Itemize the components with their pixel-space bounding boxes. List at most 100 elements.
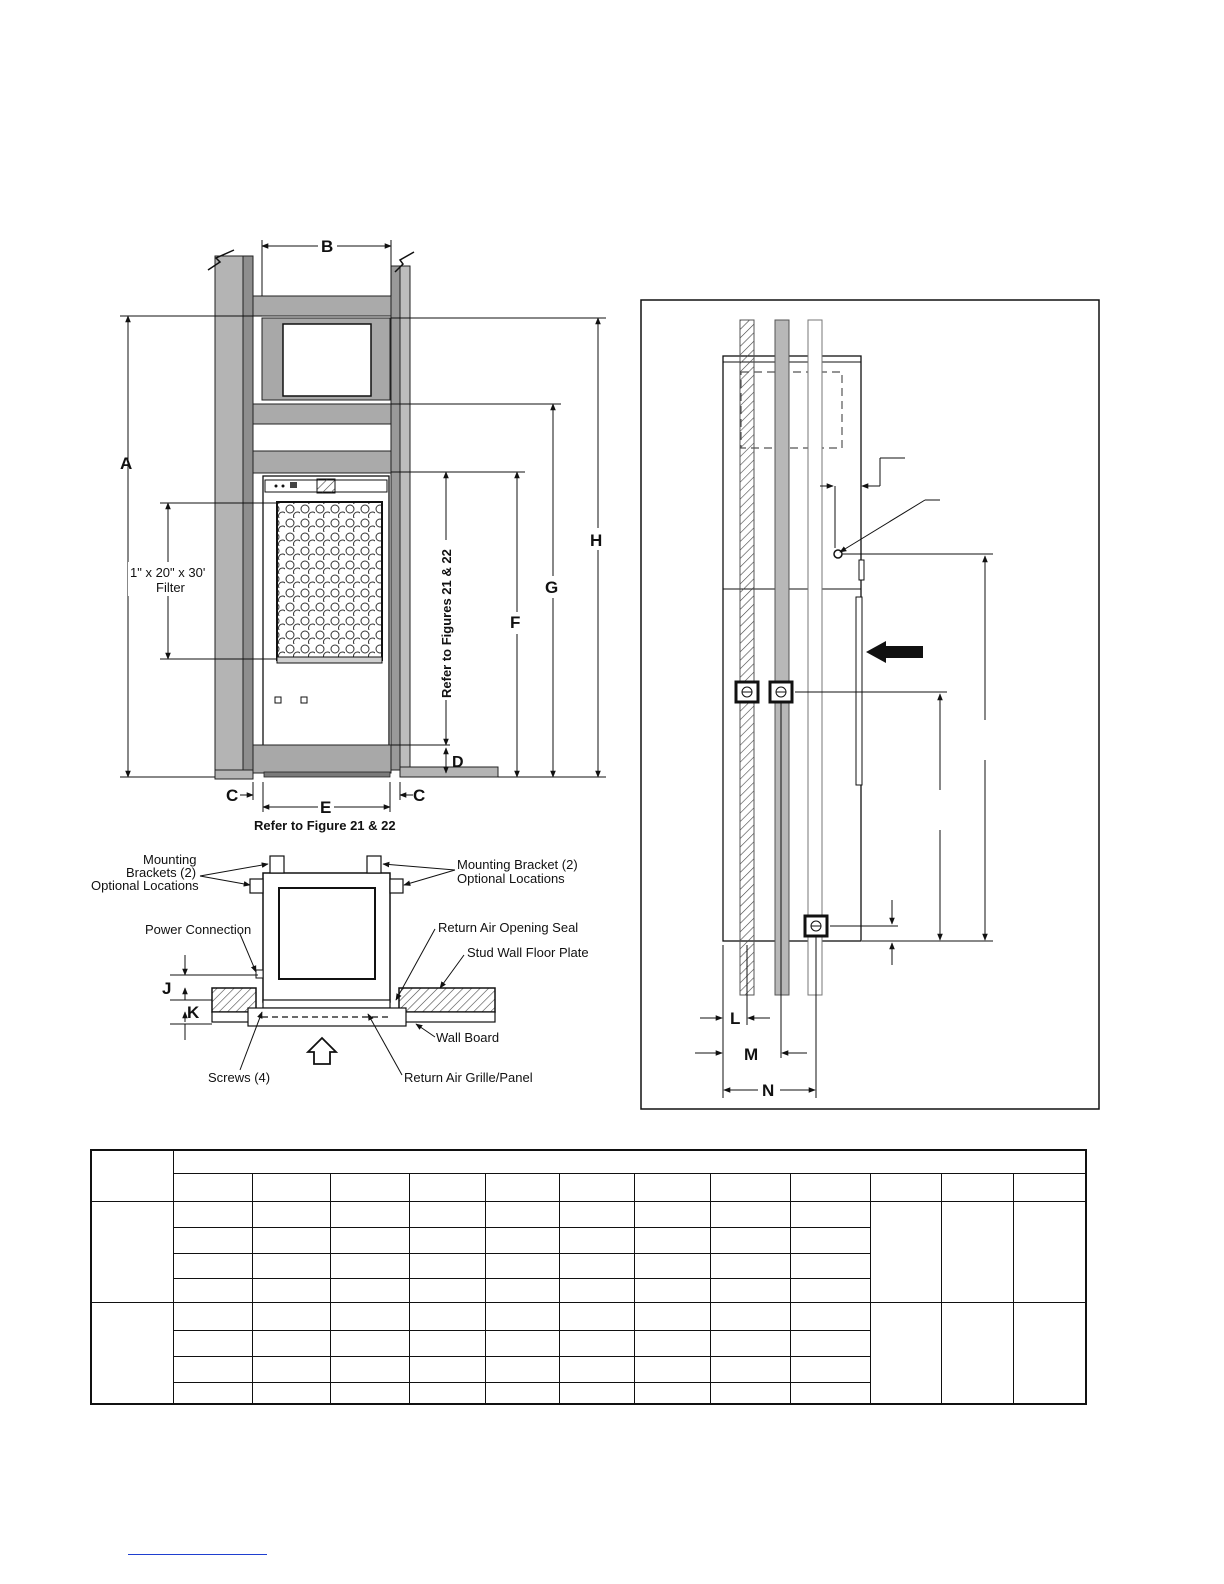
table-cell bbox=[251, 1329, 332, 1357]
table-cell bbox=[559, 1200, 635, 1228]
control-switch bbox=[290, 482, 297, 488]
table-cell bbox=[710, 1301, 791, 1331]
upper-header bbox=[252, 450, 392, 474]
return-grille-edge bbox=[263, 771, 391, 778]
side-grille-panel bbox=[855, 596, 863, 786]
table-cell bbox=[633, 1226, 712, 1254]
dim-label-d: D bbox=[452, 754, 464, 771]
terminal-block bbox=[316, 478, 336, 494]
table-cell bbox=[330, 1355, 410, 1383]
table-row bbox=[90, 1200, 1087, 1303]
table-cell bbox=[789, 1226, 872, 1254]
table-cell bbox=[789, 1200, 872, 1228]
dim-label-f: F bbox=[510, 613, 520, 632]
table-cell bbox=[710, 1381, 791, 1405]
table-cell bbox=[559, 1355, 635, 1383]
table-row bbox=[91, 1381, 1086, 1405]
table-cell bbox=[173, 1301, 253, 1331]
table-cell bbox=[789, 1277, 872, 1303]
table-cell bbox=[408, 1252, 487, 1279]
table-merged-cell bbox=[1013, 1200, 1087, 1303]
table-cell bbox=[408, 1355, 487, 1383]
table-cell bbox=[330, 1329, 410, 1357]
table-group-cell bbox=[90, 1301, 175, 1405]
table-cell bbox=[251, 1381, 332, 1405]
dim-label-l: L bbox=[730, 1009, 740, 1028]
floor-plate-right bbox=[399, 766, 499, 778]
table-cell bbox=[789, 1252, 872, 1279]
table-cell bbox=[408, 1226, 487, 1254]
table-cell bbox=[485, 1381, 561, 1405]
table-cell bbox=[485, 1200, 561, 1228]
table-cell bbox=[559, 1252, 635, 1279]
dim-label-j: J bbox=[162, 979, 171, 998]
table-cell bbox=[251, 1200, 332, 1228]
table-cell bbox=[789, 1355, 872, 1383]
control-indicator bbox=[274, 484, 278, 488]
stud-solid bbox=[774, 319, 790, 996]
table-header-cell bbox=[710, 1172, 791, 1202]
table-cell bbox=[633, 1329, 712, 1357]
mounting-brackets-left-line1: Mounting bbox=[143, 852, 196, 867]
table-cell bbox=[408, 1329, 487, 1357]
power-connection-box bbox=[255, 969, 264, 979]
footer-link-underline[interactable] bbox=[128, 1554, 267, 1555]
table-cell bbox=[485, 1355, 561, 1383]
table-header-cell bbox=[485, 1172, 561, 1202]
table-cell bbox=[330, 1277, 410, 1303]
side-view-frame bbox=[640, 299, 1100, 1110]
table-cell bbox=[408, 1381, 487, 1405]
table-cell bbox=[789, 1381, 872, 1405]
dim-label-m: M bbox=[744, 1045, 758, 1064]
table-row bbox=[91, 1226, 1086, 1254]
break-mark-right bbox=[394, 251, 415, 273]
access-knob bbox=[274, 696, 282, 704]
mounting-bracket-side-right bbox=[389, 878, 404, 894]
table-cell bbox=[485, 1252, 561, 1279]
table-header-cell bbox=[870, 1172, 943, 1202]
table-cell bbox=[330, 1301, 410, 1331]
table-merged-cell bbox=[870, 1301, 943, 1405]
table-cell bbox=[559, 1301, 635, 1331]
table-cell bbox=[485, 1277, 561, 1303]
table-model-header-cell bbox=[90, 1149, 175, 1202]
dim-label-g: G bbox=[545, 578, 558, 597]
table-cell bbox=[710, 1277, 791, 1303]
table-cell bbox=[251, 1355, 332, 1383]
break-mark-left bbox=[207, 249, 235, 271]
dimension-table bbox=[90, 1149, 1087, 1405]
dim-label-n: N bbox=[762, 1081, 774, 1100]
unit-top-opening bbox=[278, 887, 376, 980]
wall-board-label: Wall Board bbox=[436, 1030, 499, 1045]
table-cell bbox=[330, 1252, 410, 1279]
filter-size-label: 1" x 20" x 30' bbox=[130, 565, 205, 580]
table-cell bbox=[330, 1381, 410, 1405]
table-group-cell bbox=[90, 1200, 175, 1303]
table-cell bbox=[173, 1226, 253, 1254]
bottom-figure-reference: Refer to Figure 21 & 22 bbox=[254, 818, 396, 833]
airflow-left-arrow bbox=[866, 641, 923, 663]
dim-label-b: B bbox=[321, 237, 333, 256]
screws-label: Screws (4) bbox=[208, 1070, 270, 1085]
return-air-seal bbox=[262, 999, 391, 1009]
table-header-cell bbox=[251, 1172, 332, 1202]
mounting-bracket-top-right bbox=[366, 855, 382, 874]
dim-label-k: K bbox=[187, 1003, 200, 1022]
table-cell bbox=[485, 1329, 561, 1357]
side-view: L M N bbox=[640, 299, 1100, 1110]
front-view: A B 1" x 20" x 30' Filter H G F Refer to… bbox=[120, 237, 608, 833]
supply-opening bbox=[282, 323, 372, 397]
mounting-brackets-left-line3: Optional Locations bbox=[91, 878, 199, 893]
dim-label-c-left: C bbox=[226, 786, 238, 805]
table-cell bbox=[633, 1381, 712, 1405]
table-group-header-cell bbox=[173, 1149, 1087, 1174]
table-cell bbox=[408, 1301, 487, 1331]
table-cell bbox=[710, 1200, 791, 1228]
table-cell bbox=[485, 1226, 561, 1254]
table-header-cell bbox=[1013, 1172, 1087, 1202]
mounting-brackets-left-line2: Brackets (2) bbox=[126, 865, 196, 880]
table-cell bbox=[710, 1329, 791, 1357]
table-cell bbox=[633, 1252, 712, 1279]
table-cell bbox=[633, 1200, 712, 1228]
top-view: J K Mounting Brackets (2) Optional Locat… bbox=[91, 852, 589, 1085]
